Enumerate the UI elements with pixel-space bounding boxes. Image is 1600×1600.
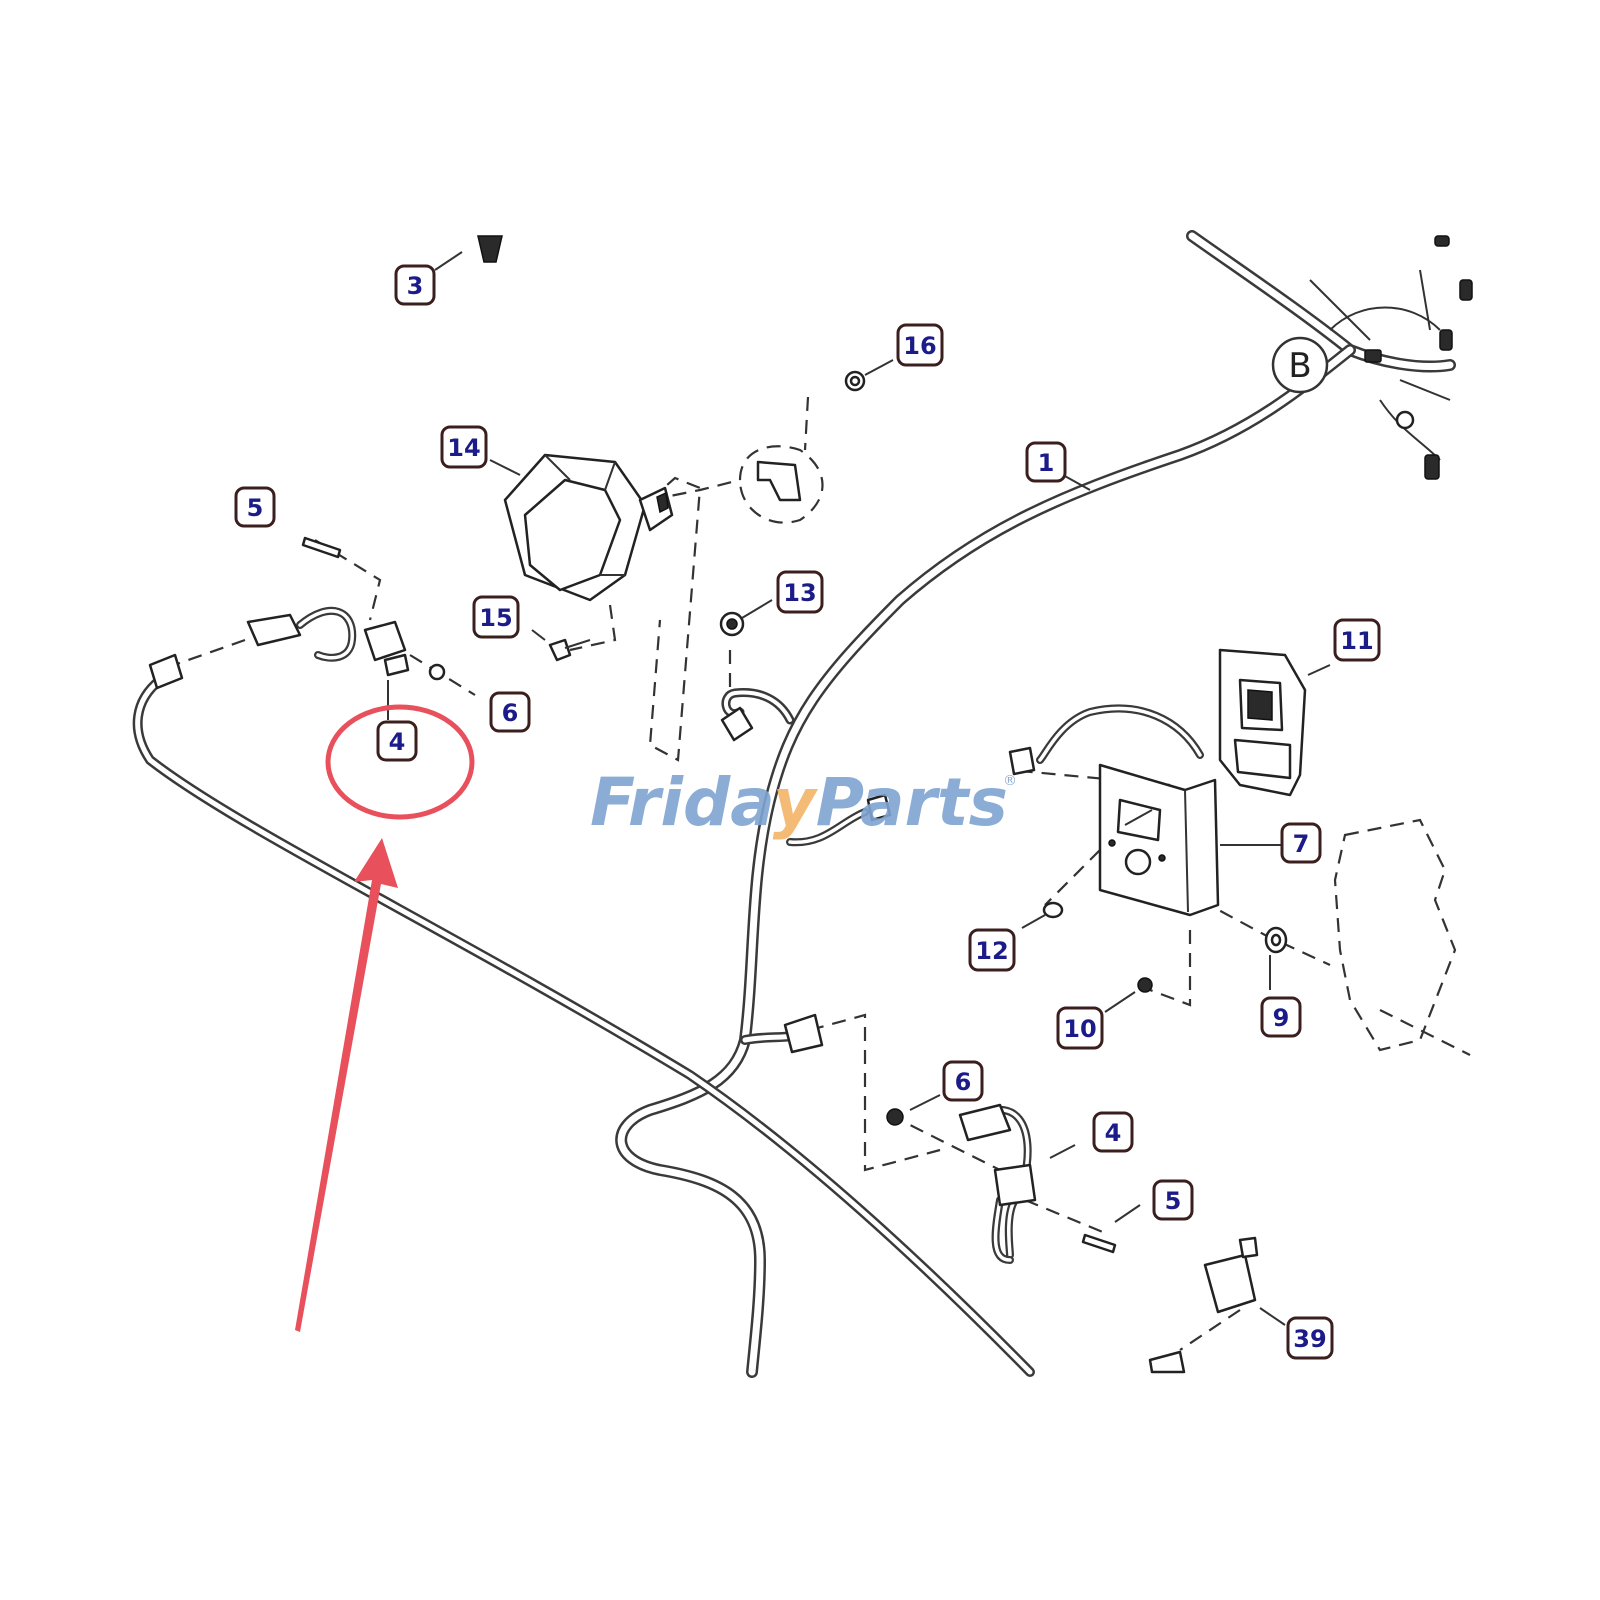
tag-1: 1 — [1025, 441, 1067, 483]
svg-text:16: 16 — [903, 332, 936, 360]
tag-7: 7 — [1280, 822, 1322, 864]
part-15-bolt — [548, 638, 591, 662]
svg-text:7: 7 — [1293, 830, 1310, 858]
tag-11: 11 — [1333, 618, 1381, 662]
part-6-nut-b — [886, 1108, 904, 1126]
svg-text:1: 1 — [1038, 449, 1055, 477]
tag-13: 13 — [776, 570, 824, 614]
part-9-washer — [1264, 926, 1288, 954]
svg-text:13: 13 — [783, 579, 816, 607]
highlight-arrow — [295, 838, 398, 1332]
svg-text:4: 4 — [1105, 1119, 1122, 1147]
tag-10: 10 — [1056, 1006, 1104, 1050]
tag-4a: 4 — [376, 720, 418, 762]
bracket-clip — [756, 460, 802, 502]
tag-16: 16 — [896, 323, 944, 367]
part-12-plug — [1042, 901, 1064, 919]
tag-5a: 5 — [234, 486, 276, 528]
tag-6a: 6 — [489, 691, 531, 733]
part-6-nut-a — [428, 663, 446, 681]
svg-text:6: 6 — [955, 1068, 972, 1096]
tag-9: 9 — [1260, 996, 1302, 1038]
svg-text:9: 9 — [1273, 1004, 1290, 1032]
part-3-bolt — [477, 235, 503, 263]
part-5-bolt-a — [301, 536, 342, 559]
svg-text:6: 6 — [502, 699, 519, 727]
svg-text:39: 39 — [1293, 1325, 1326, 1353]
svg-text:11: 11 — [1340, 627, 1373, 655]
svg-text:15: 15 — [479, 604, 512, 632]
highlight-circle — [325, 704, 475, 820]
part-39-relay — [1148, 1236, 1259, 1374]
callout-tags: 3 16 14 1 5 13 15 11 6 4 7 12 9 10 6 4 5… — [234, 264, 1381, 1360]
tag-5b: 5 — [1152, 1179, 1194, 1221]
tag-3: 3 — [394, 264, 436, 306]
svg-text:FridayParts: FridayParts — [590, 764, 1008, 841]
svg-text:14: 14 — [447, 434, 480, 462]
watermark-word-2: Parts — [816, 764, 1008, 841]
svg-text:10: 10 — [1063, 1015, 1096, 1043]
connector-junction — [783, 746, 1036, 1054]
tag-4b: 4 — [1092, 1111, 1134, 1153]
leader-lines — [387, 251, 1331, 1326]
part-7-mount-plate — [1098, 763, 1220, 917]
harness-cluster-b — [1309, 235, 1473, 480]
tag-15: 15 — [472, 595, 520, 639]
part-13-grommet — [719, 611, 745, 637]
watermark-logo: FridayParts ® — [590, 764, 1017, 841]
svg-text:5: 5 — [247, 494, 264, 522]
main-harness — [132, 230, 1456, 1378]
detail-marker-label: B — [1288, 346, 1311, 386]
part-4-sensor-a — [148, 606, 410, 690]
watermark-word-1: Frida — [590, 764, 773, 841]
tag-12: 12 — [968, 928, 1016, 972]
svg-text:5: 5 — [1165, 1187, 1182, 1215]
svg-text:12: 12 — [975, 937, 1008, 965]
tag-39: 39 — [1286, 1316, 1334, 1360]
part-10-nut — [1137, 977, 1153, 993]
part-16-nut — [844, 370, 866, 392]
watermark-trademark: ® — [1003, 773, 1017, 789]
tag-6b: 6 — [942, 1060, 984, 1102]
svg-text:3: 3 — [407, 272, 424, 300]
highlight-annotation — [295, 704, 475, 1332]
watermark-accent: y — [773, 764, 819, 841]
part-4-sensor-b — [958, 1103, 1037, 1264]
assembly-lines — [159, 396, 1471, 1351]
part-14-work-light — [503, 453, 674, 602]
tag-14: 14 — [440, 425, 488, 469]
part-5-bolt-b — [1081, 1233, 1117, 1254]
part-11-switch — [1218, 648, 1307, 797]
svg-text:4: 4 — [389, 728, 406, 756]
detail-marker-b: B — [1271, 336, 1329, 394]
connector-13-plug — [720, 706, 754, 742]
